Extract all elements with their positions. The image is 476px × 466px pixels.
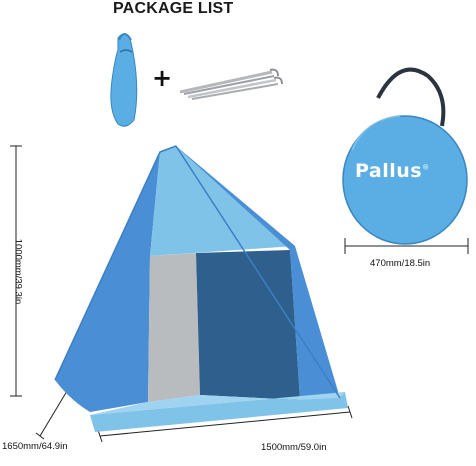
- brand-name: Pallus: [355, 160, 423, 182]
- bag-diameter-dimension-line: [344, 238, 469, 254]
- tent-illustration: [54, 145, 348, 432]
- bag-diameter-label: 470mm/18.5in: [370, 258, 431, 269]
- height-dimension-label: 1000mm/39.3in: [12, 238, 24, 305]
- tent-stakes-icon: [179, 68, 283, 100]
- trademark-symbol: ®: [422, 163, 430, 172]
- package-list-title: PACKAGE LIST: [113, 0, 234, 17]
- brand-logo: Pallus®: [355, 160, 430, 182]
- storage-bag-icon: [110, 33, 138, 127]
- round-bag-icon: [342, 67, 468, 245]
- plus-sign: +: [152, 64, 173, 92]
- depth-dimension-label: 1650mm/64.9in: [2, 441, 68, 452]
- width-dimension-label: 1500mm/59.0in: [261, 442, 327, 453]
- width-dimension-line: [97, 405, 353, 443]
- height-dimension-line: [10, 145, 22, 397]
